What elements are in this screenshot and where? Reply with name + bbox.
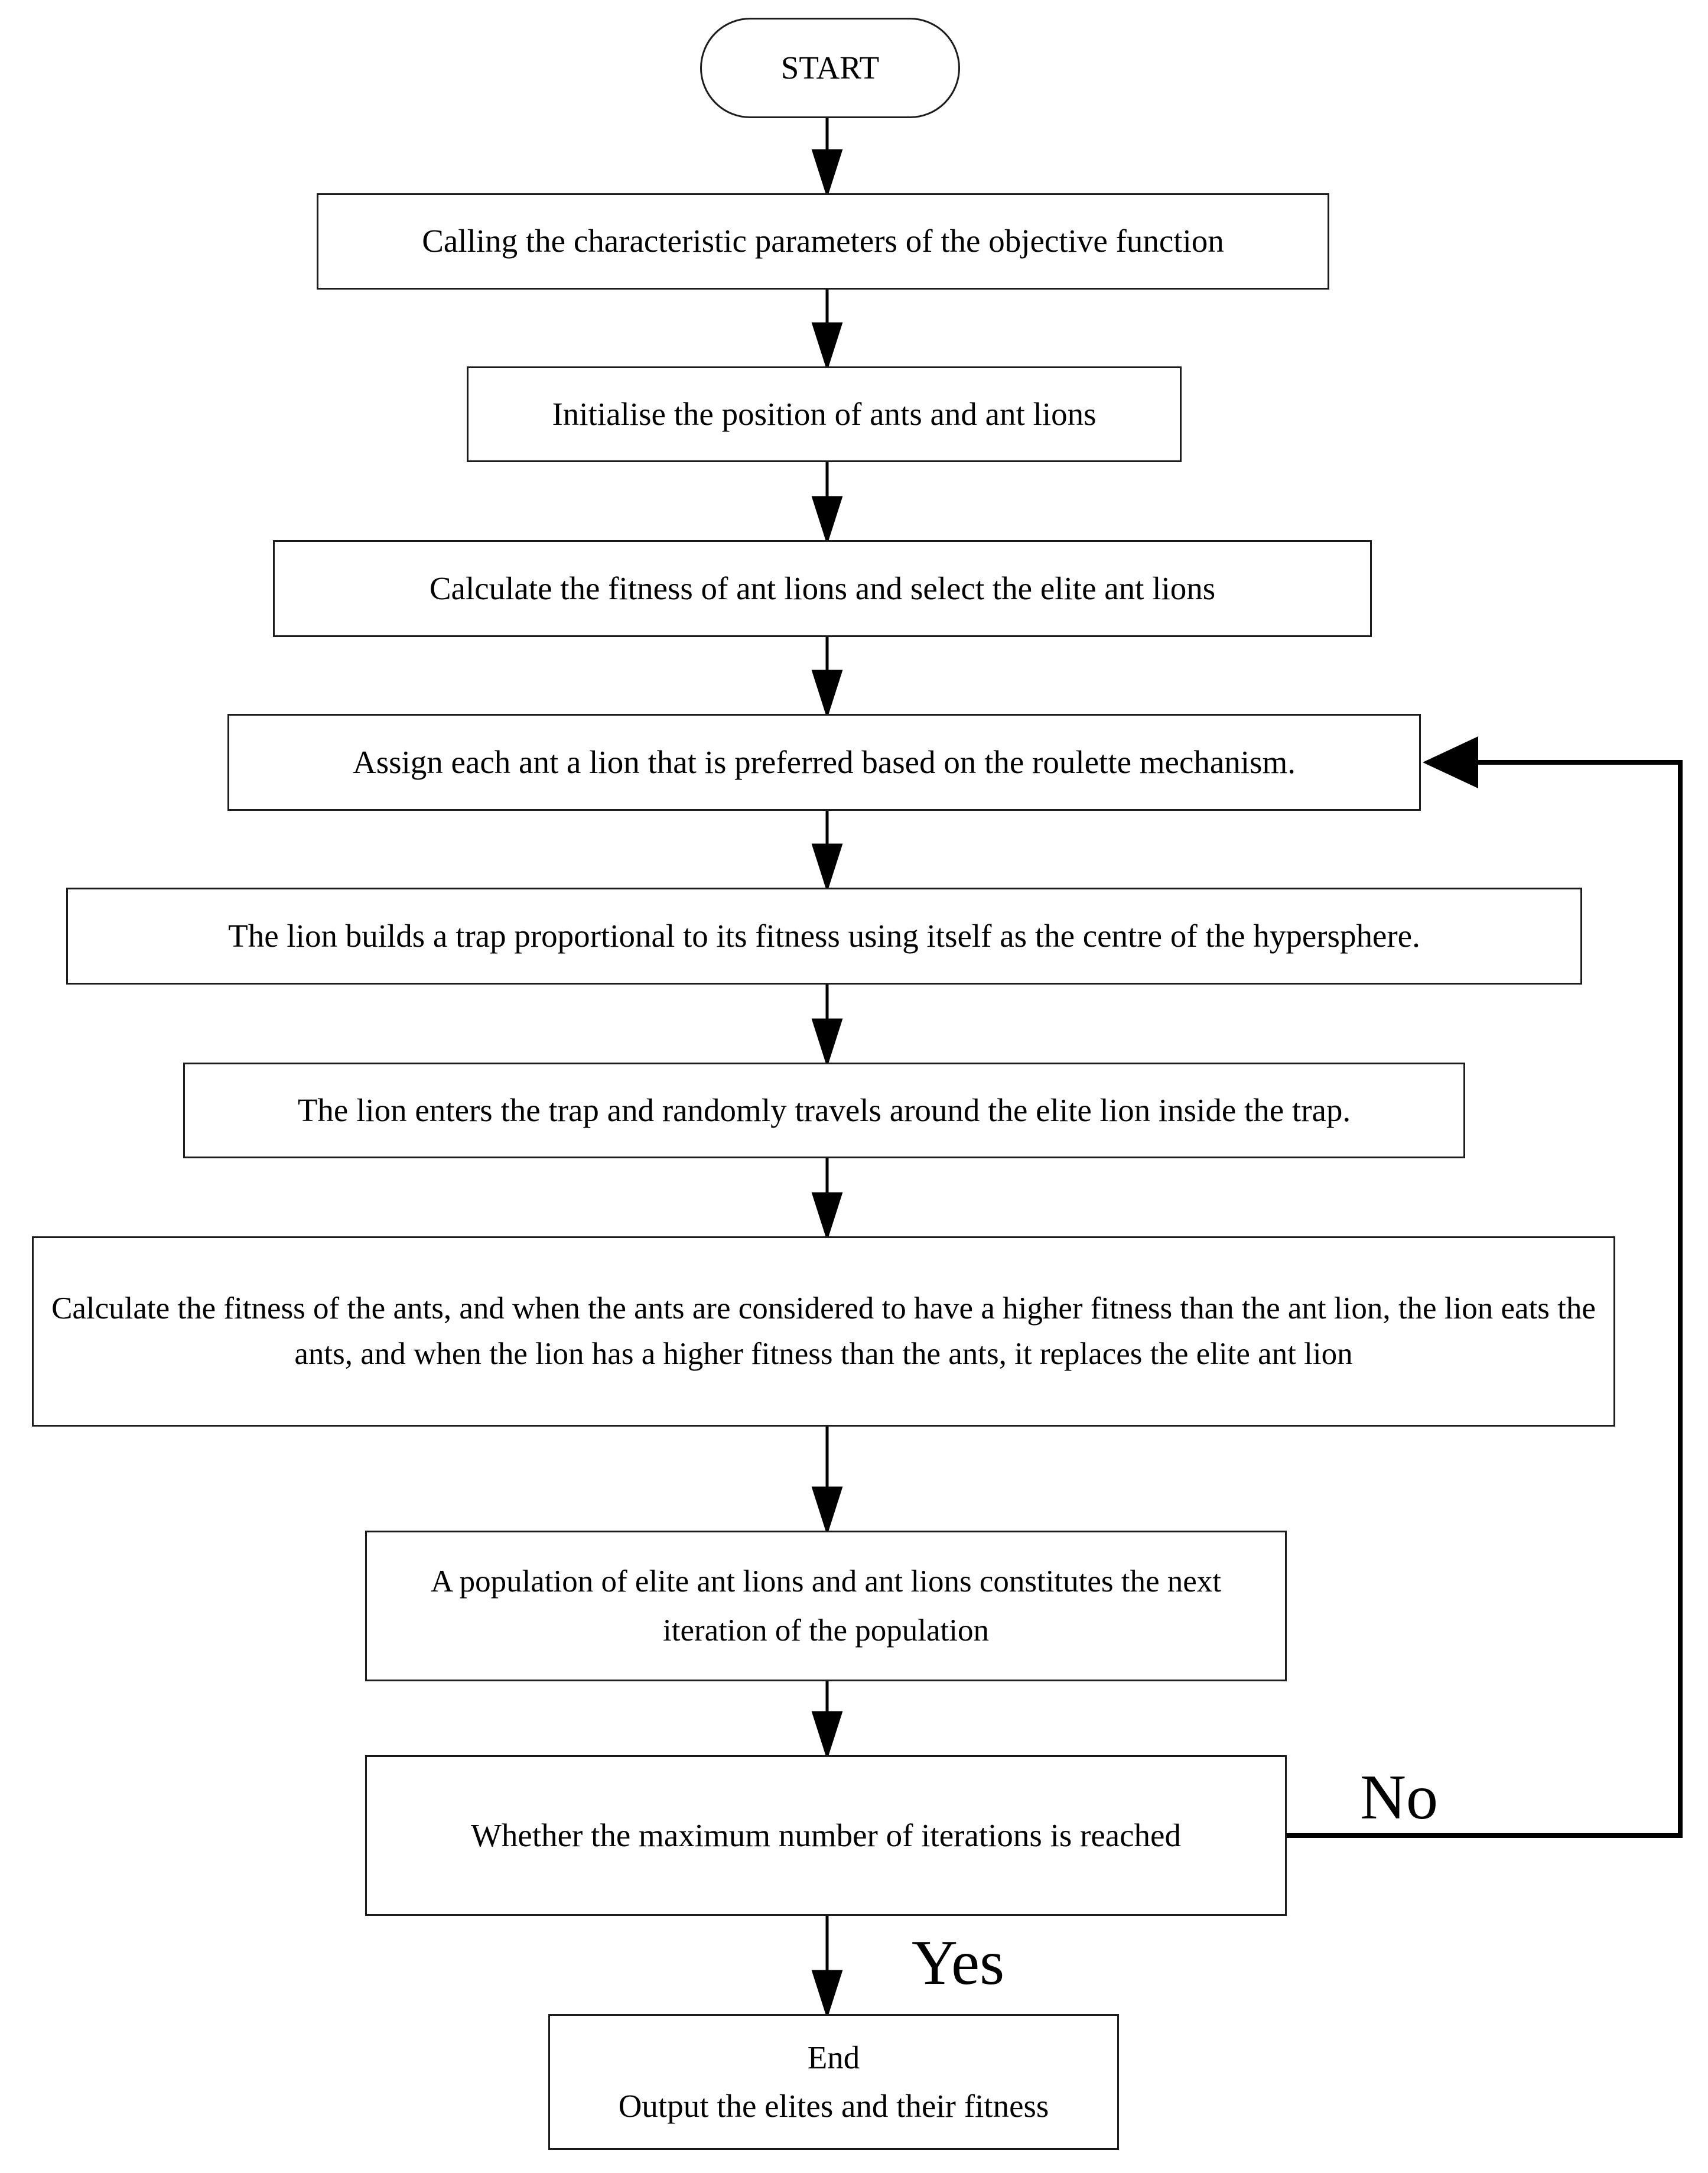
step-text: Calculate the fitness of the ants, and w… <box>51 1291 1596 1371</box>
arrowhead-step3-to-step4 <box>811 670 843 719</box>
step-text: Calculate the fitness of ant lions and s… <box>429 570 1216 606</box>
arrowhead-step2-to-step3 <box>811 496 843 545</box>
decision-max-iterations: Whether the maximum number of iterations… <box>365 1755 1287 1916</box>
step-calculate-fitness-select-elite: Calculate the fitness of ant lions and s… <box>273 540 1372 637</box>
arrowhead-decision-to-end-yes <box>811 1970 843 2019</box>
step-text: The lion builds a trap proportional to i… <box>228 917 1420 954</box>
step-text: Calling the characteristic parameters of… <box>422 223 1224 259</box>
step-initialise-positions: Initialise the position of ants and ant … <box>467 366 1182 462</box>
arrowhead-step4-to-step5 <box>811 843 843 893</box>
arrowhead-step6-to-step7 <box>811 1192 843 1242</box>
arrowhead-step8-to-decision <box>811 1711 843 1761</box>
step-text: A population of elite ant lions and ant … <box>430 1564 1222 1648</box>
start-terminal: START <box>700 18 960 118</box>
step-calling-objective-parameters: Calling the characteristic parameters of… <box>317 193 1329 290</box>
step-next-iteration-population: A population of elite ant lions and ant … <box>365 1531 1287 1681</box>
arrowhead-step7-to-step8 <box>811 1486 843 1536</box>
step-text: The lion enters the trap and randomly tr… <box>297 1092 1351 1128</box>
no-feedback-arrowhead <box>1423 736 1478 788</box>
step-assign-ant-roulette: Assign each ant a lion that is preferred… <box>227 714 1421 811</box>
step-text: Initialise the position of ants and ant … <box>552 395 1097 432</box>
step-text: Assign each ant a lion that is preferred… <box>353 743 1296 780</box>
end-terminal: End Output the elites and their fitness <box>548 2014 1119 2150</box>
step-lion-builds-trap: The lion builds a trap proportional to i… <box>66 888 1582 985</box>
arrowhead-step5-to-step6 <box>811 1018 843 1068</box>
end-title: End <box>807 2039 860 2075</box>
end-subtitle: Output the elites and their fitness <box>618 2088 1049 2124</box>
no-branch-label: No <box>1360 1762 1438 1833</box>
yes-branch-label: Yes <box>912 1928 1005 1998</box>
decision-text: Whether the maximum number of iterations… <box>471 1817 1181 1853</box>
step-lion-enters-trap: The lion enters the trap and randomly tr… <box>183 1063 1465 1158</box>
step-calculate-ant-fitness-replace-elite: Calculate the fitness of the ants, and w… <box>32 1236 1615 1427</box>
arrowhead-step1-to-step2 <box>811 322 843 372</box>
arrowhead-start-to-step1 <box>811 149 843 199</box>
start-label: START <box>780 49 880 86</box>
